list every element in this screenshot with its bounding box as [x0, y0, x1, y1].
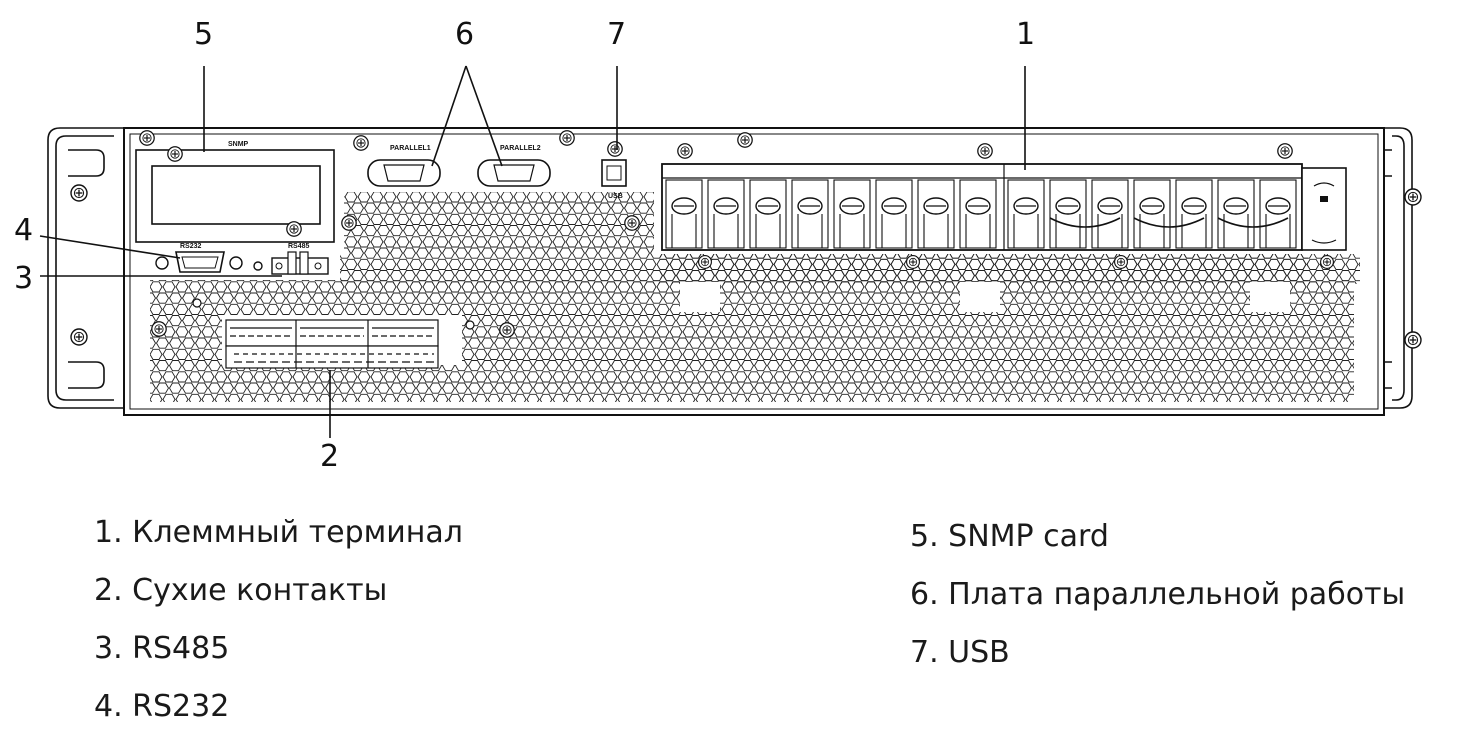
legend-item-terminal: 1. Клеммный терминал: [94, 515, 463, 550]
leader-6b: [465, 65, 503, 167]
terminal-clamp: [1217, 179, 1255, 249]
usb-screw-icon: [607, 141, 623, 157]
terminal-clamp: [791, 179, 829, 249]
parallel-port-1: PARALLEL1: [367, 145, 441, 187]
breaker: [1301, 167, 1347, 251]
parallel-screw-left-icon: [353, 135, 369, 151]
callout-6: 6: [455, 17, 474, 52]
terminal-bottom-screw-3-icon: [1114, 255, 1128, 269]
leader-6a: [431, 65, 467, 167]
terminal-bottom-screw-4-icon: [1320, 255, 1334, 269]
rs485-label: RS485: [288, 243, 310, 250]
rs232-port: RS232: [155, 243, 263, 273]
callout-5: 5: [194, 17, 213, 52]
terminal-bottom-screw-2-icon: [906, 255, 920, 269]
callout-3: 3: [14, 261, 33, 296]
terminal-clamp: [1091, 179, 1129, 249]
terminal-screw-4-icon: [1277, 143, 1293, 159]
legend-left: 1. Клеммный терминал 2. Сухие контакты 3…: [94, 518, 463, 750]
terminal-bottom-screw-1-icon: [698, 255, 712, 269]
chassis-screw-icon: [139, 130, 155, 146]
terminal-clamp: [1049, 179, 1087, 249]
legend-right: 5. SNMP card 6. Плата параллельной работ…: [910, 522, 1405, 696]
snmp-slot: SNMP: [135, 141, 335, 243]
dry-contacts-right-screw-icon: [499, 322, 515, 338]
terminal-clamp: [1133, 179, 1171, 249]
snmp-screw-icon: [167, 146, 183, 162]
terminal-clamp: [1175, 179, 1213, 249]
usb-port: USB: [601, 159, 627, 200]
usb-label: USB: [608, 193, 623, 200]
rs232-label: RS232: [180, 243, 202, 250]
legend-item-rs485: 3. RS485: [94, 631, 230, 666]
leader-4: [39, 235, 181, 259]
callout-1: 1: [1016, 17, 1035, 52]
terminal-clamp: [917, 179, 955, 249]
bus-bar: [1133, 217, 1205, 228]
terminal-screw-1-icon: [677, 143, 693, 159]
parallel2-label: PARALLEL2: [500, 145, 541, 152]
callout-4: 4: [14, 213, 33, 248]
grille-screw-left-icon: [341, 215, 357, 231]
rs485-port: RS485: [271, 243, 329, 275]
terminal-screw-2-icon: [737, 132, 753, 148]
dry-contacts-block: [225, 319, 439, 369]
legend-item-snmp-card: 5. SNMP card: [910, 519, 1109, 554]
grille-screw-right-icon: [624, 215, 640, 231]
parallel-port-2: PARALLEL2: [477, 145, 551, 187]
legend-item-parallel-board: 6. Плата параллельной работы: [910, 577, 1406, 612]
terminal-clamp: [707, 179, 745, 249]
terminal-clamps: [665, 179, 1297, 249]
ear-screw-left-bottom-icon: [70, 328, 88, 346]
terminal-clamp: [875, 179, 913, 249]
terminal-clamp: [665, 179, 703, 249]
callout-2: 2: [320, 439, 339, 474]
bus-bar: [1049, 217, 1121, 228]
ventilation-grille: [150, 192, 1360, 402]
terminal-clamp: [1007, 179, 1045, 249]
leader-lines: [39, 65, 1026, 438]
terminal-screw-3-icon: [977, 143, 993, 159]
parallel-screw-right-icon: [559, 130, 575, 146]
rack-ear-left: [47, 127, 124, 409]
callout-7: 7: [607, 17, 626, 52]
snmp-bottom-screw-icon: [286, 221, 302, 237]
terminal-clamp: [749, 179, 787, 249]
terminal-clamp: [833, 179, 871, 249]
snmp-label: SNMP: [228, 141, 249, 148]
bus-bar: [1217, 217, 1289, 228]
ear-screw-right-bottom-icon: [1404, 331, 1422, 349]
ear-screw-right-top-icon: [1404, 188, 1422, 206]
legend-item-dry-contacts: 2. Сухие контакты: [94, 573, 388, 608]
parallel1-label: PARALLEL1: [390, 145, 431, 152]
legend-item-rs232: 4. RS232: [94, 689, 230, 724]
legend-item-usb: 7. USB: [910, 635, 1010, 670]
dry-contacts-screw-icon: [151, 321, 167, 337]
terminal-clamp: [959, 179, 997, 249]
terminal-clamp: [1259, 179, 1297, 249]
ear-screw-left-top-icon: [70, 184, 88, 202]
